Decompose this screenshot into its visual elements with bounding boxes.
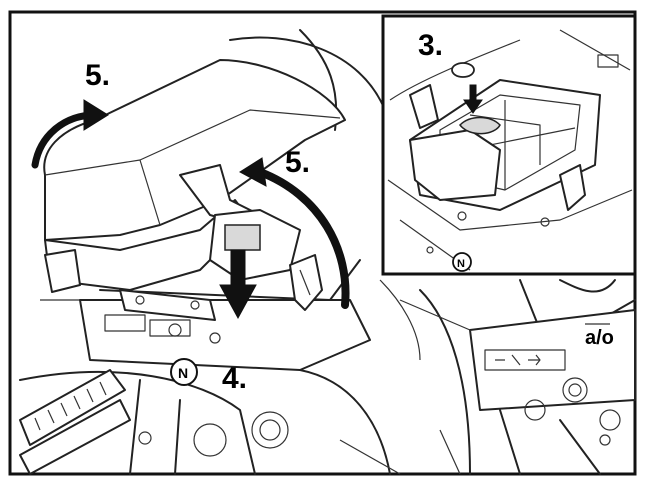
arrow-rotate-lid bbox=[31, 99, 109, 169]
step-label-5-lid: 5. bbox=[85, 59, 110, 92]
step-label-3: 3. bbox=[418, 29, 443, 62]
arrow-press-down bbox=[219, 249, 257, 320]
n-badge-inset: N bbox=[452, 252, 472, 272]
inset-panel bbox=[381, 14, 637, 276]
svg-text:N: N bbox=[178, 365, 188, 381]
step-label-5-lever: 5. bbox=[285, 146, 310, 179]
arrow-lift-lever bbox=[239, 157, 350, 309]
n-badge-main: N bbox=[170, 358, 198, 386]
step-label-4: 4. bbox=[222, 362, 247, 395]
svg-text:N: N bbox=[457, 258, 465, 270]
cover-lid bbox=[43, 59, 346, 321]
right-panel-symbol: a/o bbox=[585, 327, 614, 349]
